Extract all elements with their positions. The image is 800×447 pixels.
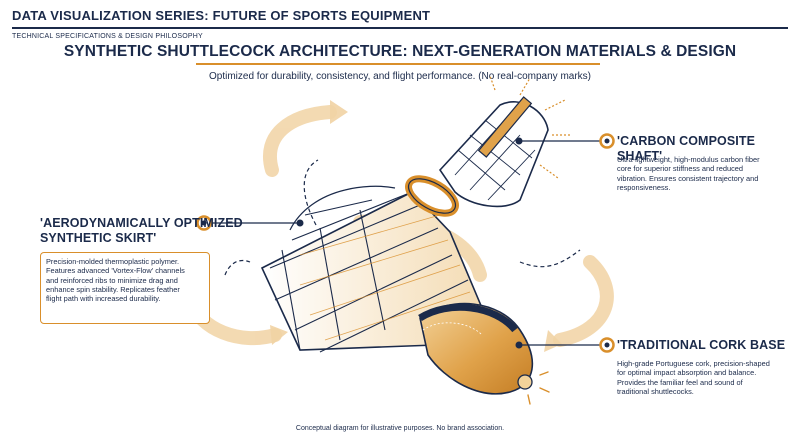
description-line: traditional shuttlecocks. [617,386,694,396]
header-divider [12,27,788,29]
label-line: 'AERODYNAMICALLY OPTIMIZED [40,216,243,230]
cork-callout-label: 'TRADITIONAL CORK BASE [617,338,786,352]
footer-note: Conceptual diagram for illustrative purp… [295,425,505,432]
callout-marker-icon [599,337,615,353]
description-line: for optimal impact absorption and balanc… [617,368,757,378]
leader-dot-icon [515,137,523,145]
skirt-description-box [40,252,210,324]
arrowhead-icon [544,330,562,352]
cork-callout-description: High-grade Portuguese cork, precision-sh… [617,359,797,396]
arrowhead-icon [270,325,288,345]
skirt-callout-description: Precision-molded thermoplastic polymer. … [46,257,206,303]
description-line: flight path with increased durability. [46,294,161,304]
title-underline [196,63,600,65]
leader-dot-icon [296,219,304,227]
leader-dot-icon [515,341,523,349]
callout-marker-icon [599,133,615,149]
cork-base-illustration [418,302,550,405]
carbon-shaft-illustration [405,75,572,217]
description-line: core for superior stiffness and reduced [617,164,743,174]
description-line: High-grade Portuguese cork, precision-sh… [617,359,770,368]
description-line: and reinforced ribs to minimize drag and [46,275,178,285]
description-line: Ultra-lightweight, high-modulus carbon f… [617,155,760,164]
callout-marker-icon [196,215,212,231]
description-line: enhance spin stability. Replicates feath… [46,284,180,294]
series-subtitle: TECHNICAL SPECIFICATIONS & DESIGN PHILOS… [12,33,203,40]
diagram-subtitle: Optimized for durability, consistency, a… [209,71,591,82]
skirt-callout-label: 'AERODYNAMICALLY OPTIMIZED SYNTHETIC SKI… [40,216,243,246]
description-line: Provides the familiar feel and sound of [617,377,743,387]
label-line: SYNTHETIC SKIRT' [40,231,157,245]
description-line: Features advanced 'Vortex-Flow' channels [46,266,185,276]
description-line: Precision-molded thermoplastic polymer. [46,257,180,266]
description-line: responsiveness. [617,182,671,192]
arrowhead-icon [330,100,348,124]
description-line: vibration. Ensures consistent trajectory… [617,173,759,183]
shaft-callout-label: 'CARBON COMPOSITE SHAFT' [617,134,756,163]
diagram-title: SYNTHETIC SHUTTLECOCK ARCHITECTURE: NEXT… [63,43,737,60]
series-title: DATA VISUALIZATION SERIES: FUTURE OF SPO… [12,8,431,23]
shaft-callout-description: Ultra-lightweight, high-modulus carbon f… [617,155,797,192]
